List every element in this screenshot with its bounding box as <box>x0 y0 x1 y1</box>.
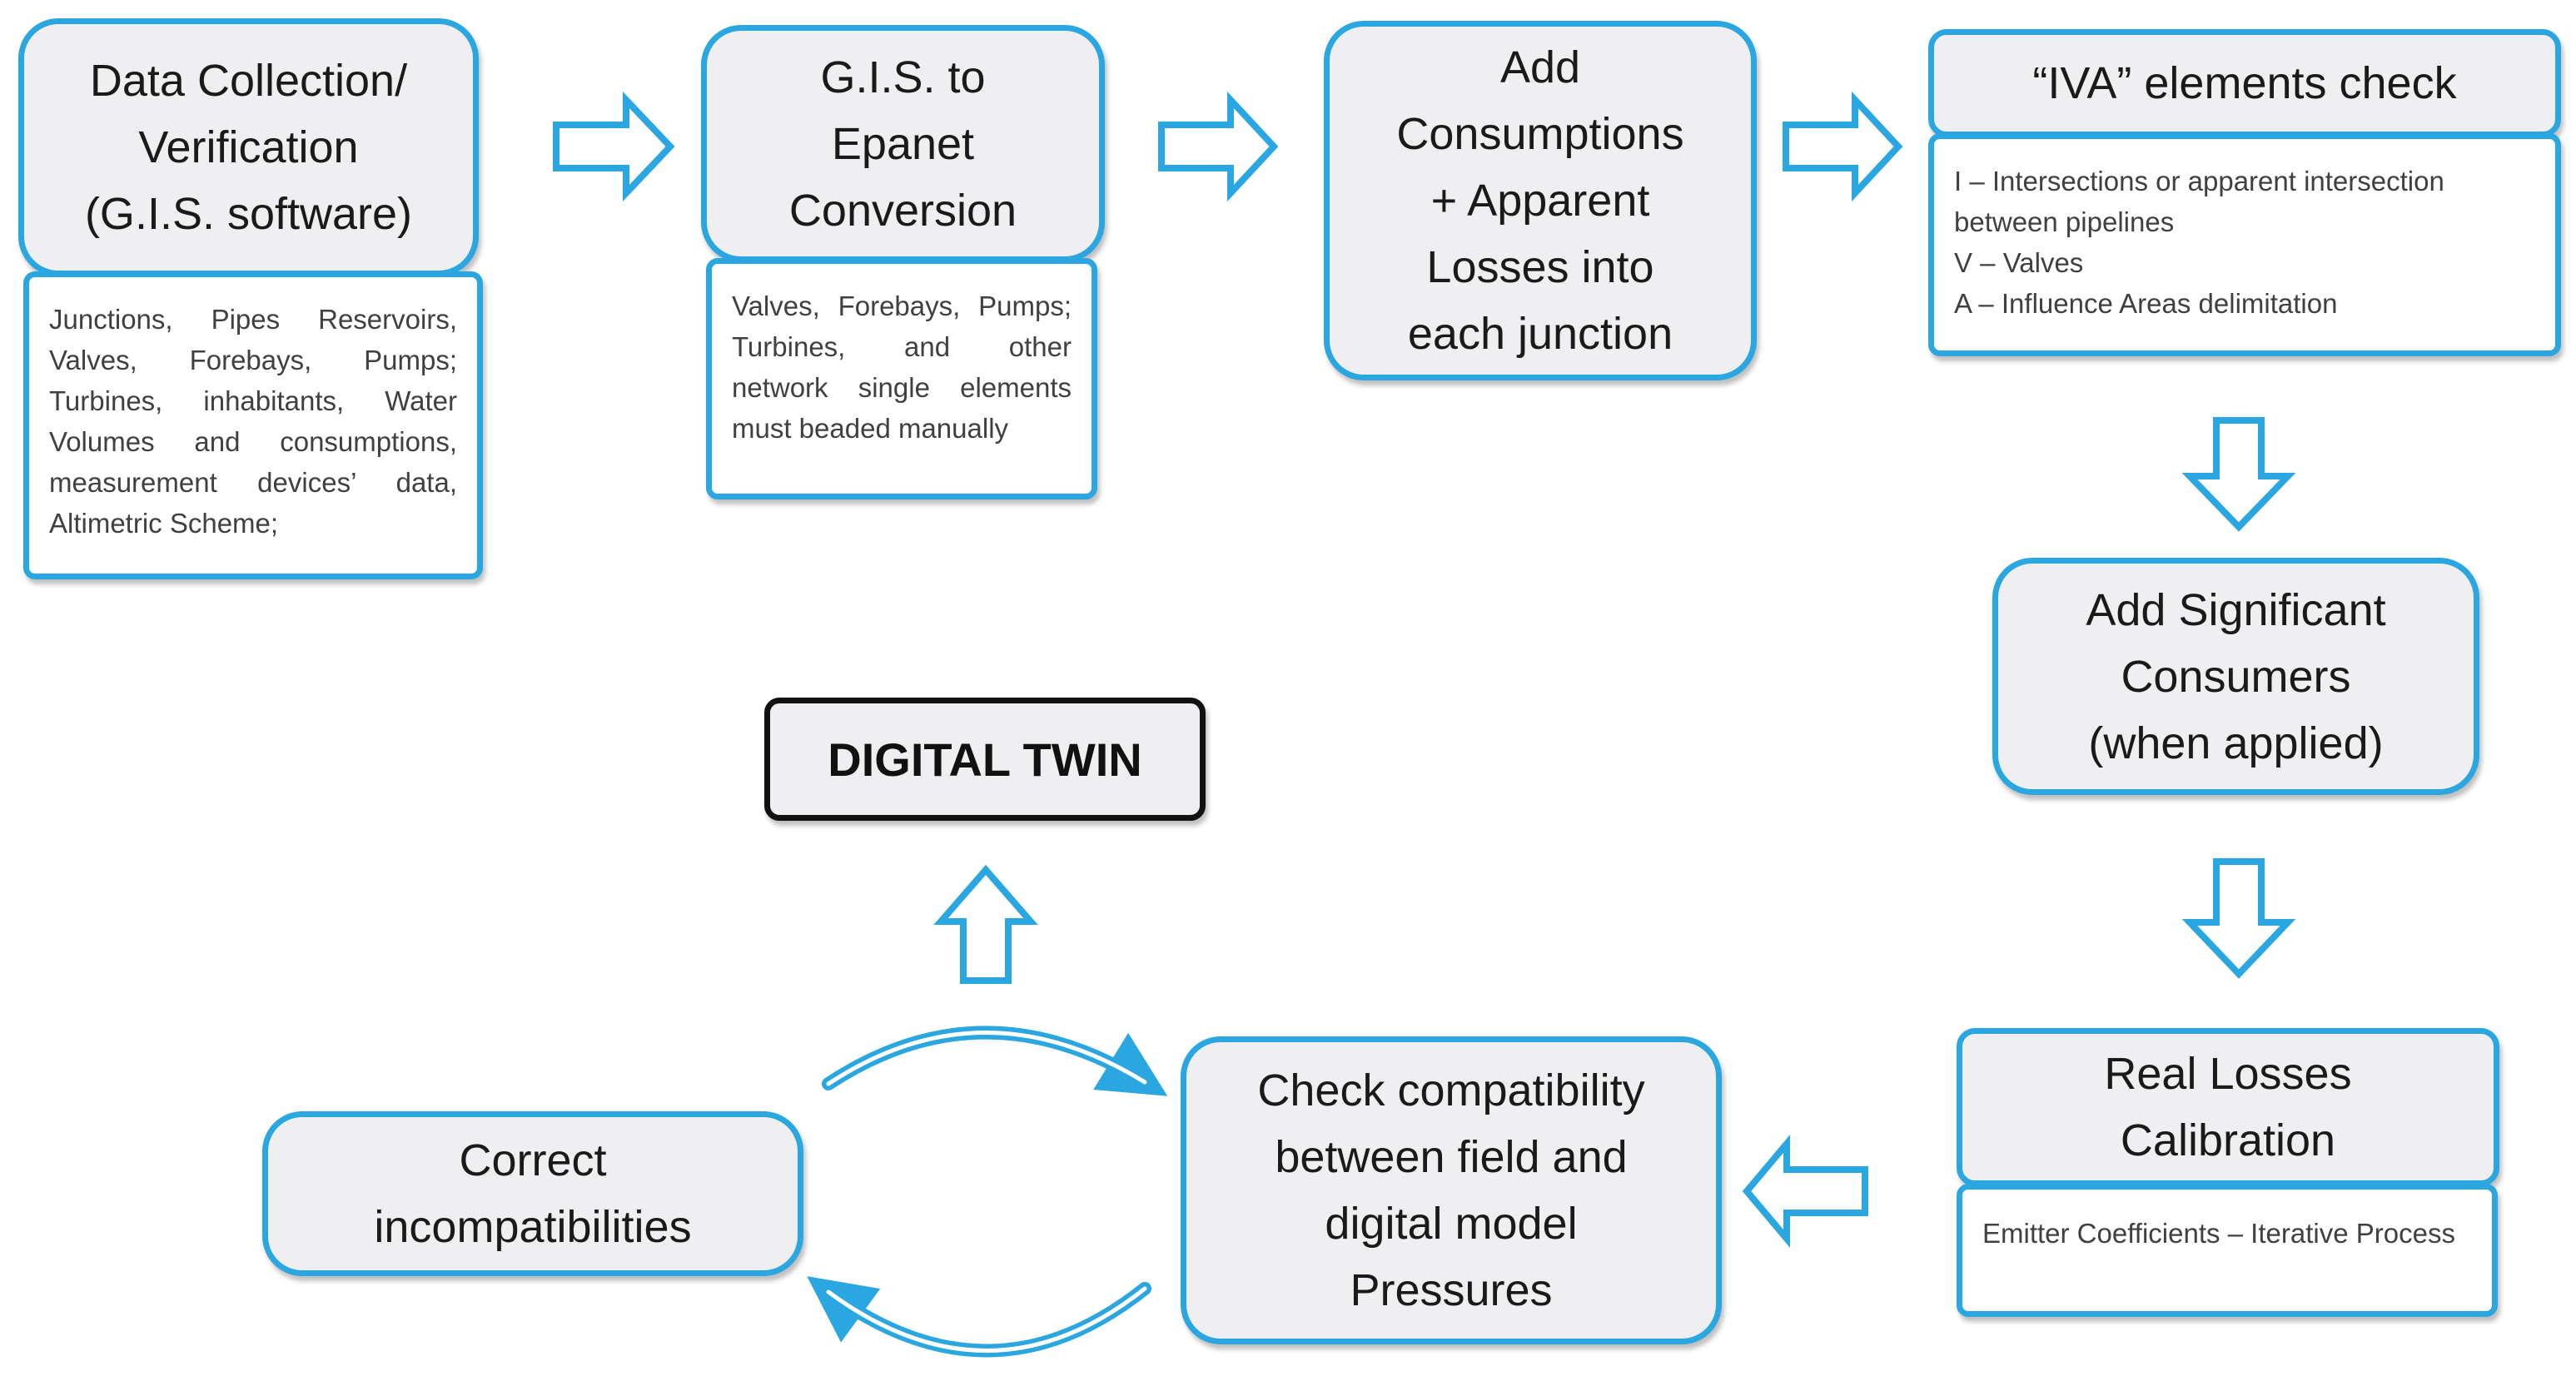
step-add-consumptions: Add Consumptions + Apparent Losses into … <box>1324 21 1757 380</box>
step-data-collection-title: Data Collection/ Verification (G.I.S. so… <box>84 56 413 239</box>
digital-twin: DIGITAL TWIN <box>764 698 1206 821</box>
arrow-left <box>1742 1135 1868 1248</box>
step-check-compatibility: Check compatibility between field and di… <box>1181 1036 1722 1344</box>
step-gis-conversion: G.I.S. to Epanet Conversion <box>701 25 1105 262</box>
step-real-losses-note: Emitter Coefficients – Iterative Process <box>1957 1184 2498 1317</box>
arrow-down-1 <box>2181 417 2296 532</box>
step-data-collection: Data Collection/ Verification (G.I.S. so… <box>18 18 479 276</box>
arrow-right-2 <box>1158 91 1279 202</box>
step-significant-consumers-title: Add Significant Consumers (when applied) <box>2086 584 2386 768</box>
step-real-losses-title: Real Losses Calibration <box>2104 1049 2352 1165</box>
step-iva-check: “IVA” elements check <box>1928 29 2561 137</box>
arrow-up <box>933 864 1038 984</box>
arrow-right-1 <box>553 91 675 202</box>
step-correct: Correct incompatibilities <box>262 1111 803 1276</box>
step-iva-check-note: I – Intersections or apparent intersecti… <box>1928 133 2561 356</box>
digital-twin-title: DIGITAL TWIN <box>828 733 1142 786</box>
step-iva-check-title: “IVA” elements check <box>2032 58 2457 108</box>
step-add-consumptions-title: Add Consumptions + Apparent Losses into … <box>1396 42 1684 359</box>
step-real-losses: Real Losses Calibration <box>1957 1028 2499 1186</box>
arrow-down-2 <box>2181 858 2296 979</box>
step-check-compatibility-title: Check compatibility between field and di… <box>1257 1066 1645 1315</box>
step-correct-title: Correct incompatibilities <box>374 1135 692 1252</box>
arrow-right-3 <box>1783 91 1903 202</box>
step-gis-conversion-note: Valves, Forebays, Pumps; Turbines, and o… <box>706 258 1097 499</box>
step-data-collection-note: Junctions, Pipes Reservoirs, Valves, For… <box>23 271 483 579</box>
step-significant-consumers: Add Significant Consumers (when applied) <box>1992 558 2479 795</box>
step-gis-conversion-title: G.I.S. to Epanet Conversion <box>788 52 1017 236</box>
